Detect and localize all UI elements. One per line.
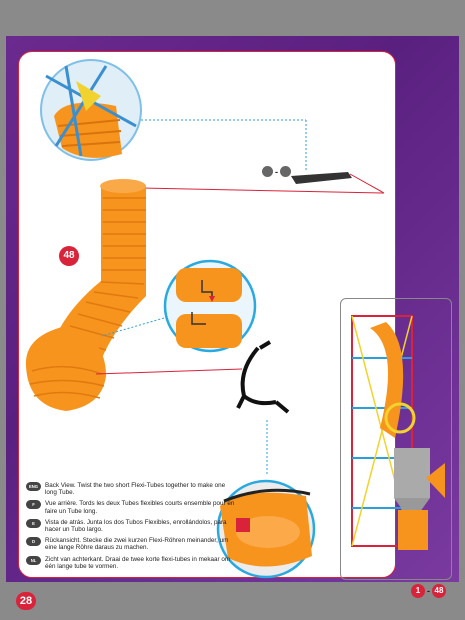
instruction-row: NL Zicht van achterkant. Draai de twee k… <box>26 555 236 570</box>
top-piece-range: - <box>262 166 291 177</box>
clip-part <box>236 340 290 414</box>
instruction-row: E Vista de atrás. Junta los dos Tubos Fl… <box>26 518 236 534</box>
range-end: 48 <box>432 584 446 598</box>
connector-piece <box>291 172 352 184</box>
range-separator: - <box>427 586 430 596</box>
range-start: 1 <box>411 584 425 598</box>
instruction-text-block: ENG Back View. Twist the two short Flexi… <box>26 482 236 574</box>
instruction-row: D Rückansicht. Stecke die zwei kurzen Fl… <box>26 537 236 551</box>
language-badge: NL <box>26 555 41 565</box>
range-start-dot <box>262 166 273 177</box>
flexi-tube <box>25 179 146 411</box>
finished-model-thumbnail <box>351 315 445 550</box>
tube-top-detail <box>45 65 137 158</box>
tube-bottom-detail <box>220 488 312 567</box>
range-end-dot <box>280 166 291 177</box>
instruction-page: 48 - 1 - 48 ENG Back View. Twist the two… <box>6 36 459 610</box>
instruction-row: F Vue arrière. Tords les deux Tubes flex… <box>26 500 236 515</box>
tube-joint-detail <box>176 268 242 348</box>
instruction-text: Vue arrière. Tords les deux Tubes flexib… <box>45 500 235 515</box>
finished-model-card <box>340 298 452 580</box>
illustration <box>25 59 445 579</box>
instruction-text: Back View. Twist the two short Flexi-Tub… <box>45 482 226 497</box>
language-badge: F <box>26 500 41 510</box>
instruction-text: Vista de atrás. Junta los dos Tubos Flex… <box>45 518 227 534</box>
step-range: 1 - 48 <box>411 584 446 598</box>
page-number: 28 <box>16 592 36 610</box>
step-number-badge: 48 <box>59 246 79 266</box>
language-badge: D <box>26 537 41 547</box>
instruction-text: Rückansicht. Stecke die zwei kurzen Flex… <box>45 537 229 552</box>
instruction-row: ENG Back View. Twist the two short Flexi… <box>26 482 236 496</box>
language-badge: ENG <box>26 482 41 491</box>
language-badge: E <box>26 518 41 528</box>
instruction-text: Zicht van achterkant. Draai de twee kort… <box>45 555 231 570</box>
